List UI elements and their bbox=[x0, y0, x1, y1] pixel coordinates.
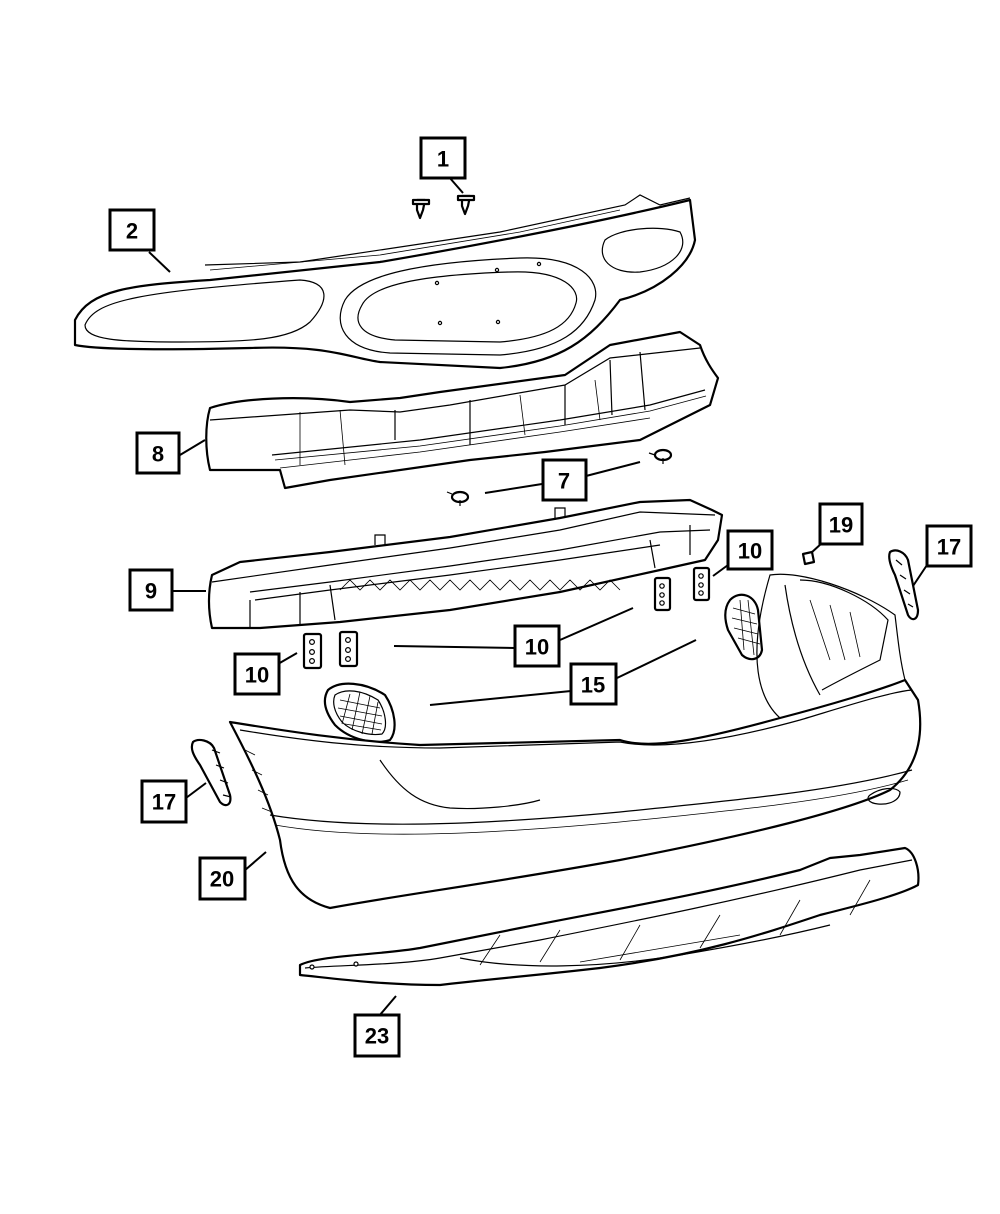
callout-7: 7 bbox=[541, 458, 588, 502]
callout-17-left-label: 17 bbox=[152, 790, 176, 815]
leader-8 bbox=[179, 439, 206, 456]
callout-10-left: 10 bbox=[233, 652, 281, 696]
leader-17a bbox=[912, 564, 928, 587]
callout-23-label: 23 bbox=[365, 1024, 389, 1049]
leader-10b bbox=[559, 607, 634, 641]
callout-20-label: 20 bbox=[210, 867, 234, 892]
callout-2: 2 bbox=[108, 208, 156, 252]
callout-10-left-label: 10 bbox=[245, 663, 269, 688]
leader-20 bbox=[243, 851, 267, 872]
callout-9: 9 bbox=[128, 568, 174, 612]
callout-15: 15 bbox=[569, 662, 618, 706]
part-17-left-bracket bbox=[190, 738, 232, 807]
callout-7-label: 7 bbox=[558, 469, 570, 494]
leader-7a bbox=[484, 483, 543, 494]
leader-17b bbox=[185, 782, 207, 799]
callout-1: 1 bbox=[419, 136, 467, 180]
part-23-lower-valance bbox=[298, 846, 920, 987]
leader-1 bbox=[448, 176, 464, 194]
part-10-pads bbox=[302, 566, 711, 670]
callout-19: 19 bbox=[818, 502, 864, 546]
leader-10b2 bbox=[393, 645, 516, 649]
part-15-grille-inserts bbox=[323, 593, 764, 743]
leader-2 bbox=[148, 251, 171, 273]
callout-10-middle: 10 bbox=[513, 624, 561, 668]
part-7-retainers bbox=[446, 448, 673, 506]
part-2-upper-panel bbox=[73, 194, 697, 370]
callout-9-label: 9 bbox=[145, 579, 157, 604]
callout-19-label: 19 bbox=[829, 513, 853, 538]
leader-lines bbox=[148, 176, 928, 1017]
leader-10c bbox=[277, 652, 298, 665]
callout-2-label: 2 bbox=[126, 219, 138, 244]
callout-10-upper-label: 10 bbox=[738, 539, 762, 564]
callout-17-right-label: 17 bbox=[937, 535, 961, 560]
leader-15b bbox=[616, 639, 697, 679]
callout-23: 23 bbox=[353, 1013, 401, 1058]
leader-10a bbox=[712, 564, 729, 577]
part-17-right-bracket bbox=[888, 549, 920, 621]
part-9-reinforcement-beam bbox=[207, 498, 724, 630]
part-19-clip bbox=[801, 550, 816, 566]
callout-8: 8 bbox=[135, 431, 181, 475]
callout-1-label: 1 bbox=[437, 147, 449, 172]
part-20-bumper-fascia bbox=[228, 573, 922, 910]
callout-10-upper: 10 bbox=[726, 529, 774, 571]
leader-23 bbox=[378, 995, 397, 1017]
leader-7b bbox=[585, 461, 641, 477]
callout-17-right: 17 bbox=[925, 524, 973, 568]
part-1-fasteners bbox=[411, 194, 476, 220]
part-8-energy-absorber bbox=[205, 330, 720, 490]
callout-20: 20 bbox=[198, 856, 247, 901]
callout-8-label: 8 bbox=[152, 442, 164, 467]
callout-15-label: 15 bbox=[581, 673, 605, 698]
leader-15a bbox=[429, 690, 572, 706]
callout-17-left: 17 bbox=[140, 779, 188, 824]
callout-10-middle-label: 10 bbox=[525, 635, 549, 660]
